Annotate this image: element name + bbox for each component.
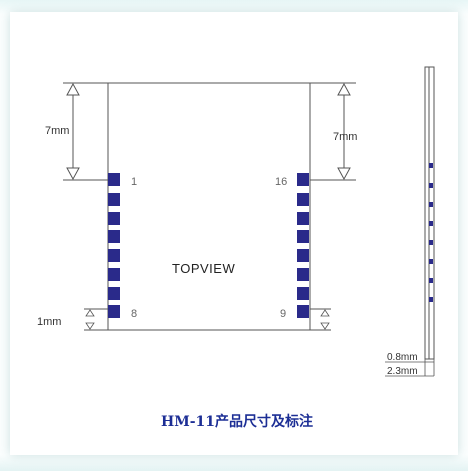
bottom-dimension-label: 1mm [37, 316, 61, 328]
frame-bottom-gradient [0, 455, 468, 471]
pin-label-1: 1 [131, 176, 137, 188]
side-view-pads [429, 163, 433, 302]
pin-label-8: 8 [131, 308, 137, 320]
side-view [424, 66, 435, 360]
side-dimension-lines [385, 359, 435, 377]
frame-top-gradient [0, 0, 468, 14]
right-dimension-label: 7mm [333, 131, 357, 143]
right-7mm-dimension [337, 82, 351, 181]
top-view-label: TOPVIEW [172, 261, 235, 276]
side-dimension-small-label: 0.8mm [387, 352, 418, 363]
figure-caption: HM-11产品尺寸及标注 [161, 413, 313, 430]
left-7mm-dimension [66, 82, 80, 181]
right-pad-column [297, 173, 309, 318]
left-pad-column [108, 173, 120, 318]
left-dimension-label: 7mm [45, 125, 69, 137]
side-dimension-large-label: 2.3mm [387, 366, 418, 377]
pin-label-9: 9 [280, 308, 286, 320]
drawing-panel [10, 12, 458, 455]
module-outline [63, 82, 356, 331]
pin-label-16: 16 [275, 176, 287, 188]
bottom-1mm-dimension [85, 309, 330, 330]
